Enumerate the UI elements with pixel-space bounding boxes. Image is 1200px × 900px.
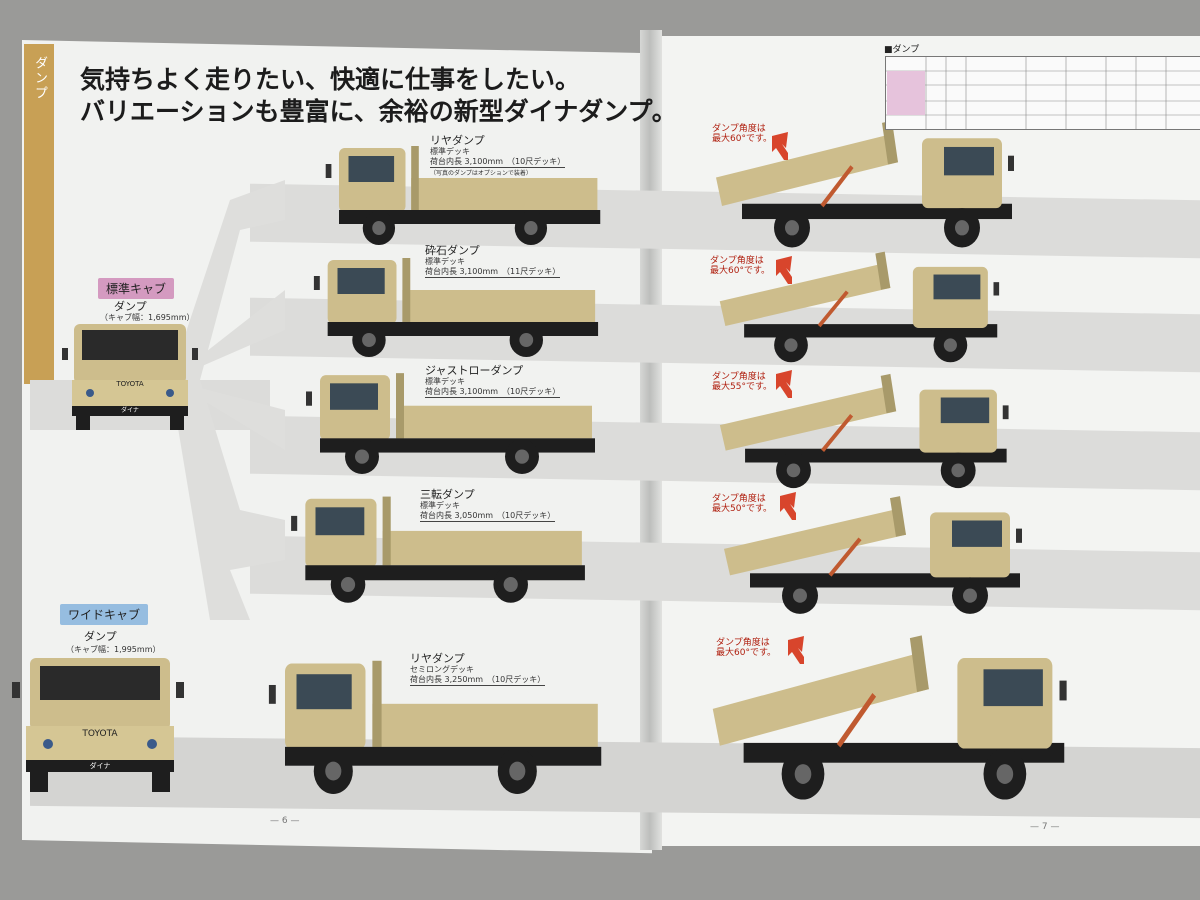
variant-name: リヤダンプ	[410, 652, 465, 665]
truck-brand: TOYOTA	[81, 729, 118, 739]
truck-brand: TOYOTA	[115, 380, 144, 388]
truck-front-icon: TOYOTA ダイナ	[12, 658, 184, 792]
truck-plate: ダイナ	[121, 406, 139, 414]
variant-name: ジャストローダンプ	[425, 364, 524, 377]
variant-length: 荷台内長 3,100mm （10尺デッキ）	[430, 157, 566, 168]
variant-length: 荷台内長 3,100mm （10尺デッキ）	[425, 387, 561, 398]
dump-angle-label: ダンプ角度は 最大50°です。	[712, 494, 773, 515]
dump-truck-icon	[325, 146, 601, 245]
tipped-dump-truck-icon	[712, 635, 1067, 800]
standard-cab-model: ダンプ	[114, 300, 147, 313]
tipped-dump-truck-icon	[719, 373, 1009, 489]
dump-angle-arrow-icon	[780, 492, 796, 520]
page-number-left: — 6 —	[270, 816, 300, 826]
spec-table	[885, 56, 1200, 130]
variant-deck: セミロングデッキ	[410, 665, 474, 674]
truck-plate: ダイナ	[90, 761, 111, 770]
dump-truck-icon	[306, 373, 595, 474]
variant-name: リヤダンプ	[430, 134, 485, 147]
variant-length: 荷台内長 3,250mm （10尺デッキ）	[410, 675, 546, 686]
section-tab	[24, 44, 54, 384]
wide-cab-model: ダンプ	[84, 630, 117, 643]
headline-line-1: 気持ちよく走りたい、快適に仕事をしたい。	[80, 65, 581, 94]
variant-branch-diagram	[170, 180, 285, 620]
standard-cab-badge: 標準キャブ	[98, 278, 175, 299]
variant-deck: 標準デッキ	[425, 257, 465, 266]
variant-deck: 標準デッキ	[425, 377, 465, 386]
dump-angle-arrow-icon	[776, 370, 792, 398]
dump-angle-arrow-icon	[776, 256, 792, 284]
variant-note: （写真のダンプはオプションで装着）	[430, 170, 532, 177]
variant-name: 三転ダンプ	[420, 488, 475, 501]
tipped-dump-truck-icon	[716, 120, 1014, 248]
variant-length: 荷台内長 3,100mm （11尺デッキ）	[425, 267, 561, 278]
dump-truck-icon	[268, 660, 602, 794]
wide-cab-width: （キャブ幅：1,995mm）	[66, 645, 161, 654]
tipped-dump-truck-icon	[719, 251, 1000, 363]
variant-length: 荷台内長 3,050mm （10尺デッキ）	[420, 511, 556, 522]
dump-angle-arrow-icon	[788, 636, 804, 664]
spec-table-title: ■ダンプ	[884, 45, 920, 55]
tipped-dump-truck-icon	[724, 496, 1022, 614]
variant-deck: 標準デッキ	[420, 501, 460, 510]
dump-angle-label: ダンプ角度は 最大60°です。	[710, 256, 771, 277]
standard-cab-width: （キャブ幅：1,695mm）	[100, 313, 195, 322]
dump-angle-arrow-icon	[772, 132, 788, 160]
headline-line-2: バリエーションも豊富に、余裕の新型ダイナダンプ。	[80, 97, 677, 126]
variant-deck: 標準デッキ	[430, 147, 470, 156]
dump-truck-icon	[291, 496, 585, 603]
variant-name: 砕石ダンプ	[425, 244, 480, 257]
dump-truck-icon	[313, 258, 599, 357]
page-number-right: — 7 —	[1030, 822, 1060, 832]
dump-angle-label: ダンプ角度は 最大60°です。	[712, 124, 773, 145]
section-tab-label: ダンプ	[32, 56, 47, 101]
truck-front-icon: TOYOTA ダイナ	[62, 324, 198, 430]
dump-angle-label: ダンプ角度は 最大60°です。	[716, 638, 777, 659]
wide-cab-badge: ワイドキャブ	[60, 604, 149, 625]
dump-angle-label: ダンプ角度は 最大55°です。	[712, 372, 773, 393]
